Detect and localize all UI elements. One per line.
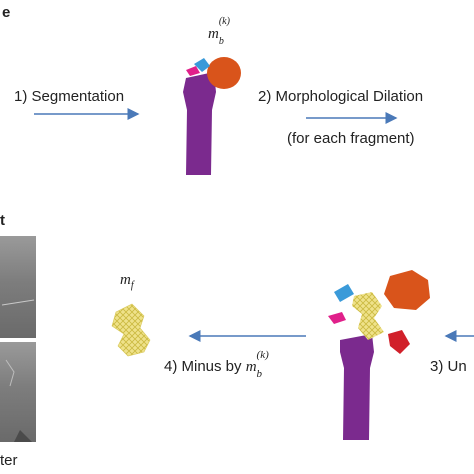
top-left-text-fragment: e [2, 4, 11, 21]
mb-sup: (k) [218, 16, 230, 27]
fragment-orange-bottom [384, 270, 430, 310]
ct-image-panel-bottom [0, 342, 36, 442]
mb-sub: b [218, 36, 224, 47]
femur-shaft-bottom [340, 334, 374, 440]
ct-image-panel-top [0, 236, 36, 338]
fracture-mask-mf [111, 303, 151, 357]
femur-shaft-top [183, 72, 216, 175]
step4-prefix: 4) Minus by [164, 358, 246, 375]
ct-structure-line [5, 359, 15, 387]
bottom-left-text-fragment: ter [0, 452, 18, 469]
mb-base: m [208, 26, 219, 42]
mf-sub: f [130, 280, 134, 291]
mf-base: m [120, 272, 131, 288]
step2-note: (for each fragment) [287, 130, 415, 147]
fragment-pink-top [186, 66, 200, 76]
step4-symbol-base: m [245, 359, 257, 375]
fragment-blue-bottom [334, 284, 354, 302]
step1-label: 1) Segmentation [14, 88, 125, 105]
fragment-red-bottom [388, 330, 410, 354]
fragment-blue-top [194, 58, 210, 72]
ct-dark-region [14, 430, 32, 442]
bottom-femur-with-dilated-fragments [328, 270, 430, 440]
step4-symbol: mb (k) [245, 349, 269, 380]
fragment-orange-top [207, 57, 241, 89]
mid-left-text-fragment: t [0, 212, 5, 229]
step2-label: 2) Morphological Dilation [258, 88, 424, 105]
step4-symbol-sup: (k) [256, 349, 269, 361]
step4-symbol-sub: b [256, 368, 263, 380]
mf-symbol: mf [120, 272, 134, 291]
top-femur-with-fragments [183, 57, 241, 175]
fragment-pink-bottom [328, 312, 346, 324]
mb-symbol-top: mb (k) [208, 16, 230, 47]
fracture-mask-overlay [352, 292, 384, 340]
step4-label: 4) Minus by mb (k) [164, 349, 269, 380]
step3-label: 3) Un [430, 358, 467, 375]
ct-structure-line [1, 299, 35, 306]
